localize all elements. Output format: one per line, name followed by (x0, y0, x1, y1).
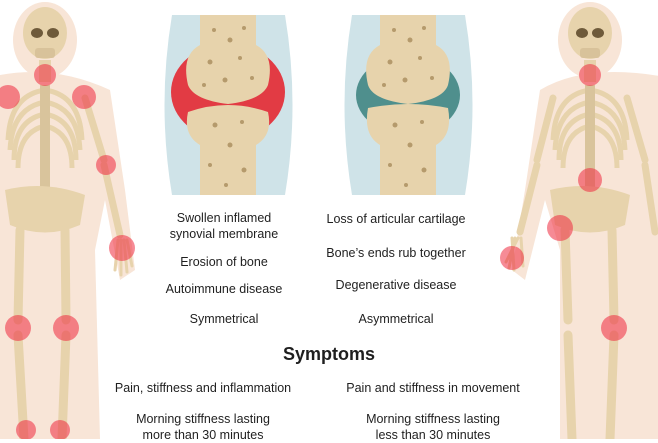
left-bone-pores (202, 26, 254, 187)
left-pelvis (5, 186, 85, 233)
left-spine (40, 85, 50, 200)
left-feature-2: Erosion of bone (180, 255, 268, 269)
right-feature-1: Loss of articular cartilage (326, 212, 466, 226)
left-feature-3: Autoimmune disease (165, 282, 283, 296)
right-leg (560, 225, 619, 439)
left-ribcage (5, 87, 85, 169)
right-feature-3: Degenerative disease (335, 278, 457, 292)
right-feature-2: Bone’s ends rub together (326, 246, 466, 260)
left-arm (81, 94, 124, 239)
right-bone-pores (382, 26, 434, 187)
left-symptom-2: Morning stiffness lasting more than 30 m… (136, 412, 270, 442)
right-feature-4: Asymmetrical (358, 312, 434, 326)
left-upper-bone (186, 15, 270, 104)
right-symptom-1: Pain and stiffness in movement (346, 381, 520, 395)
left-feature-1: Swollen inflamed synovial membrane (169, 211, 279, 241)
left-symptom-1: Pain, stiffness and inflammation (114, 381, 292, 395)
right-spine (585, 85, 595, 200)
right-arm (516, 94, 658, 236)
right-pain-highlights (500, 64, 627, 341)
right-skull (568, 7, 612, 59)
right-lower-bone (366, 104, 450, 195)
symptoms-heading: Symptoms (282, 344, 376, 364)
left-lower-bone (186, 105, 270, 195)
left-pain-highlights (0, 64, 135, 439)
left-feature-4: Symmetrical (189, 312, 259, 326)
right-upper-bone (366, 15, 450, 104)
left-skull (23, 7, 67, 59)
right-symptom-2: Morning stiffness lasting less than 30 m… (366, 412, 500, 442)
